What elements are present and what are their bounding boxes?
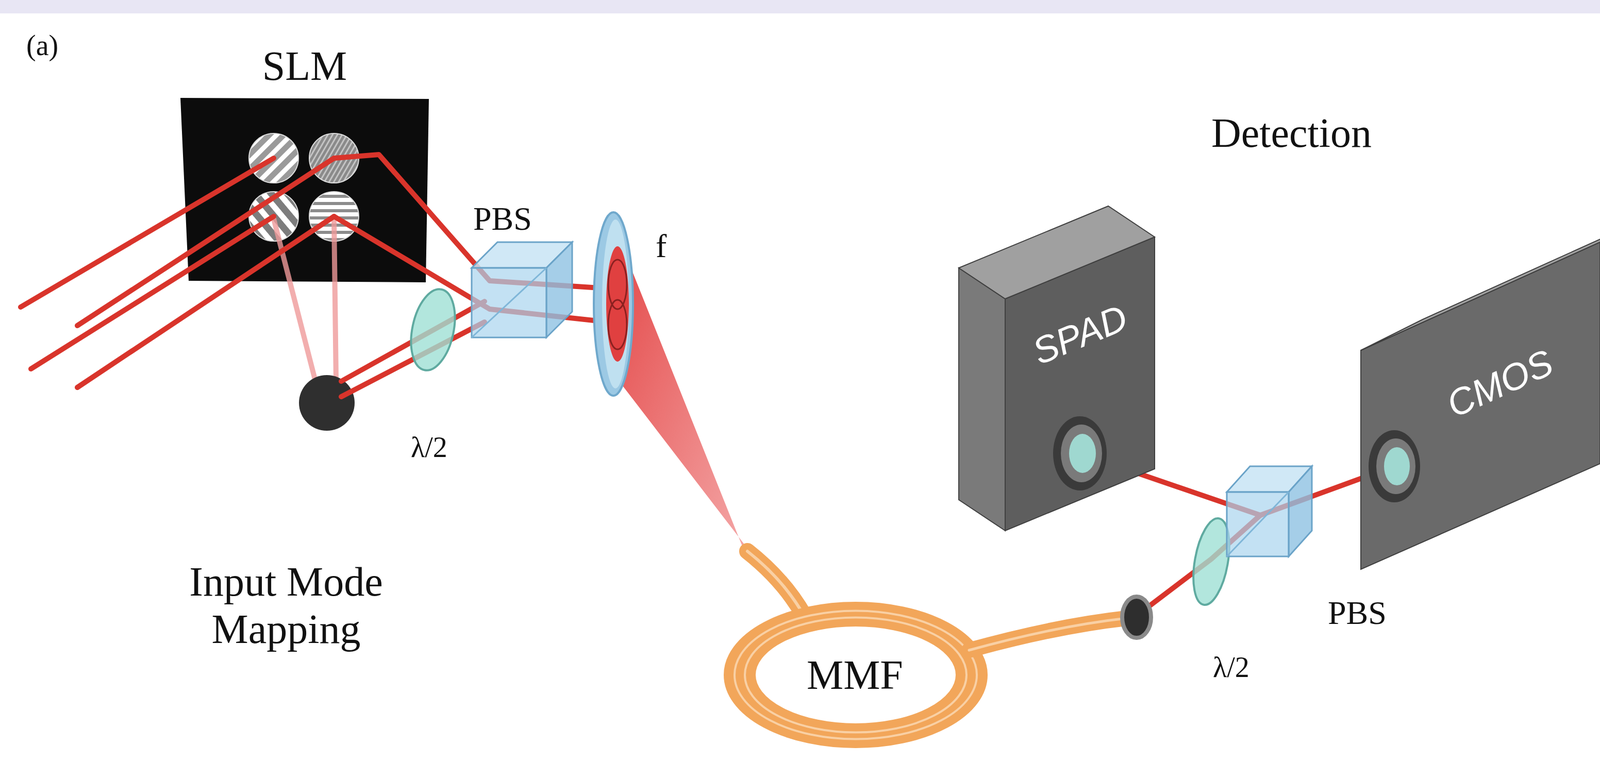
component-label: MMF	[806, 651, 904, 699]
focusing-lens	[608, 259, 627, 310]
spad-body	[958, 206, 1155, 531]
light-cone	[614, 226, 754, 557]
multimode-fiber	[729, 551, 1127, 743]
spad-lens	[1053, 416, 1107, 491]
cmos-body	[1360, 211, 1600, 570]
spad-lens	[1069, 434, 1096, 474]
multimode-fiber	[739, 614, 972, 737]
focusing-lens	[602, 219, 629, 389]
pale-beams	[273, 219, 337, 382]
multimode-fiber	[734, 611, 977, 740]
component-label: f	[655, 227, 667, 266]
focusing-lens	[606, 246, 629, 362]
beam-splitter-cube	[471, 268, 547, 338]
laser-beams	[77, 216, 335, 388]
component-label: PBS	[473, 200, 532, 239]
component-label: PBS	[1327, 594, 1387, 633]
cmos-lens	[1368, 430, 1421, 503]
slm-panel: SLM	[180, 97, 429, 283]
beam-dump	[298, 375, 355, 431]
spad-detector: SPAD	[1022, 293, 1139, 377]
multimode-fiber	[747, 551, 805, 616]
cmos-lens	[1368, 430, 1421, 503]
beam-splitter-cube	[1226, 492, 1289, 557]
cmos-lens	[1384, 447, 1410, 486]
multimode-fiber	[729, 607, 982, 743]
multimode-fiber	[744, 618, 967, 733]
iris	[1122, 596, 1152, 639]
focusing-lens	[593, 212, 633, 396]
spad-body	[958, 268, 1006, 531]
top-band	[0, 0, 1600, 14]
section-label: Input Mode Mapping	[172, 558, 400, 654]
multimode-fiber	[969, 618, 1127, 651]
section-label: Detection	[1211, 109, 1372, 157]
cmos-lens	[1376, 438, 1416, 495]
beam-splitter-cube	[546, 242, 573, 338]
cmos-body	[1360, 242, 1600, 570]
beam-splitter-cube	[471, 242, 573, 338]
beam-splitter-cube	[1226, 492, 1289, 557]
spad-lens	[1053, 416, 1107, 491]
beam-splitter-cube	[1288, 466, 1312, 557]
panel-letter: (a)	[26, 28, 59, 62]
component-heading: SLM	[262, 42, 348, 90]
device-name: CMOS	[1440, 342, 1559, 426]
spad-body	[958, 206, 1155, 299]
focusing-lens	[608, 300, 627, 350]
cmos-camera: CMOS	[1436, 338, 1564, 430]
beam-splitter-cube	[471, 268, 547, 338]
multimode-fiber	[969, 618, 1127, 651]
component-label: λ/2	[410, 430, 448, 464]
multimode-fiber	[750, 621, 962, 730]
component-label: λ/2	[1212, 651, 1250, 685]
half-wave-plate	[404, 285, 462, 375]
laser-beams	[30, 216, 274, 370]
spad-lens	[1060, 424, 1103, 483]
multimode-fiber	[747, 551, 805, 616]
pale-beams	[334, 219, 337, 382]
cmos-body	[1360, 211, 1600, 351]
laser-beams	[20, 154, 609, 397]
device-name: SPAD	[1026, 296, 1134, 373]
focusing-lens	[593, 212, 633, 396]
beam-splitter-cube	[1226, 466, 1312, 557]
